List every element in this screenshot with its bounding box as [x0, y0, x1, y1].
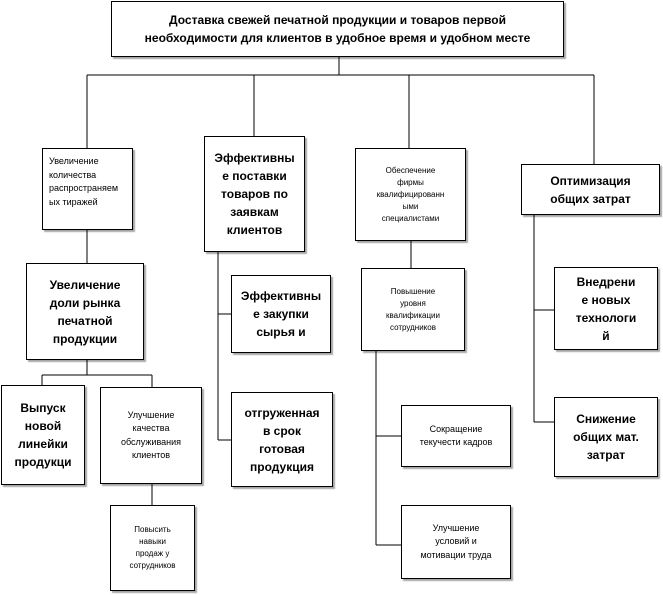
new-line-box: Выпуск новой линейки продукци [1, 385, 85, 485]
circulation-box: Увеличение количества распространяем ых … [42, 148, 133, 230]
market-share-box: Увеличение доли рынка печатной продукции [26, 263, 144, 360]
tech-box: Внедрени е новых технологи й [554, 267, 658, 350]
service-box: Улучшение качества обслуживания клиентов [100, 387, 202, 484]
mat-costs-box: Снижение общих мат. затрат [554, 397, 658, 477]
sales-skills-box: Повысить навыки продаж у сотрудников [110, 505, 195, 591]
turnover-box: Сокращение текучести кадров [401, 405, 511, 467]
qualification-box: Повышение уровня квалификации сотруднико… [361, 268, 465, 351]
costs-box: Оптимизация общих затрат [521, 164, 660, 215]
root-goal-box: Доставка свежей печатной продукции и тов… [111, 1, 564, 57]
purchases-box: Эффективны е закупки сырья и [231, 275, 331, 353]
motivation-box: Улучшение условий и мотивации труда [401, 505, 511, 579]
shipped-box: отгруженная в срок готовая продукция [231, 392, 333, 487]
staff-box: Обеспечение фирмы квалифицированн ыми сп… [355, 148, 466, 241]
delivery-box: Эффективны е поставки товаров по заявкам… [204, 136, 305, 252]
